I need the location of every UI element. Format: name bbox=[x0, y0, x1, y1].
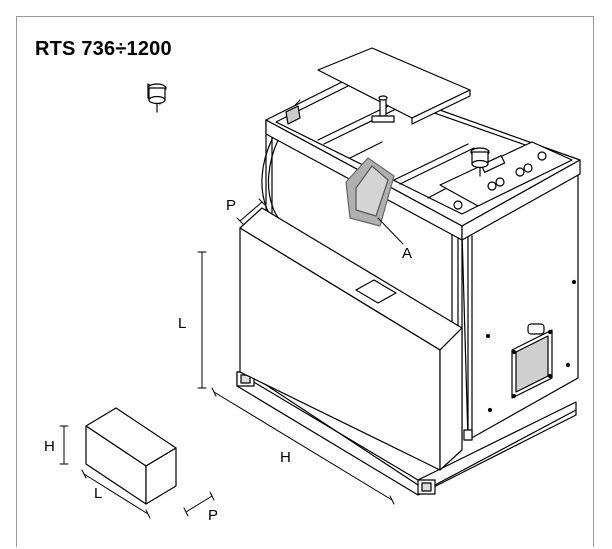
dimension-label-l-main: L bbox=[178, 315, 186, 332]
dimension-label-p-box: P bbox=[208, 507, 218, 524]
figure-title: RTS 736÷1200 bbox=[35, 38, 172, 60]
callout-label-a: A bbox=[402, 245, 412, 262]
dimension-lines bbox=[197, 198, 395, 505]
dimension-label-l-box: L bbox=[94, 485, 102, 502]
small-box-icon bbox=[59, 407, 215, 519]
dimension-label-h-box: H bbox=[44, 438, 55, 455]
packaging-box bbox=[239, 207, 463, 471]
dimension-label-p-top: P bbox=[226, 197, 236, 214]
boiler-body bbox=[461, 173, 579, 441]
figure-frame bbox=[16, 16, 594, 547]
highlight-area-a bbox=[345, 157, 404, 245]
dimension-label-h-main: H bbox=[280, 449, 291, 466]
top-frame bbox=[147, 47, 581, 241]
